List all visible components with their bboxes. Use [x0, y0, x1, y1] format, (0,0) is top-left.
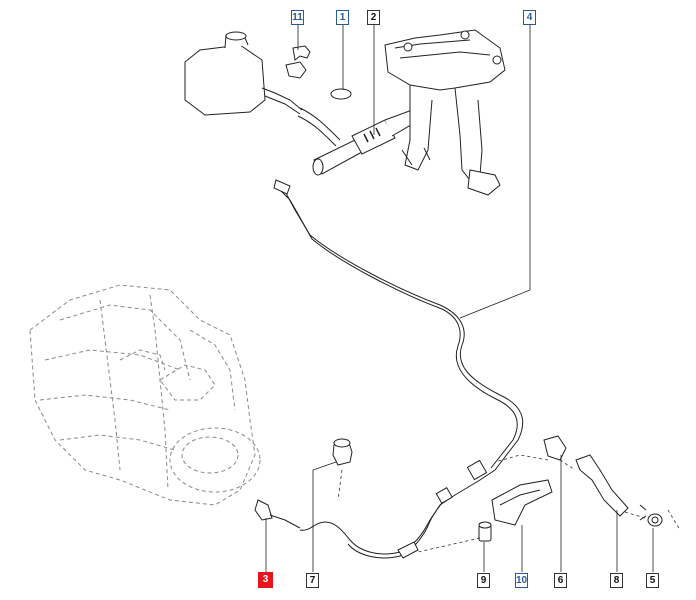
reservoir-hose	[297, 107, 341, 147]
nut-part-5	[639, 504, 663, 527]
pipe-connectors	[397, 459, 488, 559]
callout-4[interactable]: 4	[523, 10, 536, 25]
hydraulic-pipe	[279, 185, 523, 559]
fitting-part-9	[478, 521, 492, 542]
callout-10[interactable]: 10	[515, 573, 528, 588]
pedal-assembly	[384, 29, 506, 196]
callout-11[interactable]: 11	[291, 10, 304, 25]
leader-lines	[265, 25, 654, 572]
clip-part-6	[543, 435, 567, 461]
bracket-part-8	[575, 454, 629, 517]
clip-parts	[285, 45, 352, 100]
fluid-reservoir	[184, 31, 303, 116]
callout-5[interactable]: 5	[646, 573, 659, 588]
clutch-master-cylinder	[312, 109, 417, 176]
callout-6[interactable]: 6	[554, 573, 567, 588]
callout-7[interactable]: 7	[306, 573, 319, 588]
callout-8[interactable]: 8	[610, 573, 623, 588]
callout-3[interactable]: 3	[258, 572, 273, 588]
callout-2[interactable]: 2	[367, 10, 380, 25]
callout-1[interactable]: 1	[336, 10, 349, 25]
bracket-part-10	[491, 479, 553, 526]
callout-9[interactable]: 9	[477, 573, 490, 588]
slave-cylinder-fitting	[254, 499, 301, 529]
assembly-guides	[337, 454, 681, 553]
gearbox-outline	[29, 284, 261, 506]
pipe-connector-top	[273, 179, 291, 195]
bleed-screw-part	[332, 438, 353, 466]
